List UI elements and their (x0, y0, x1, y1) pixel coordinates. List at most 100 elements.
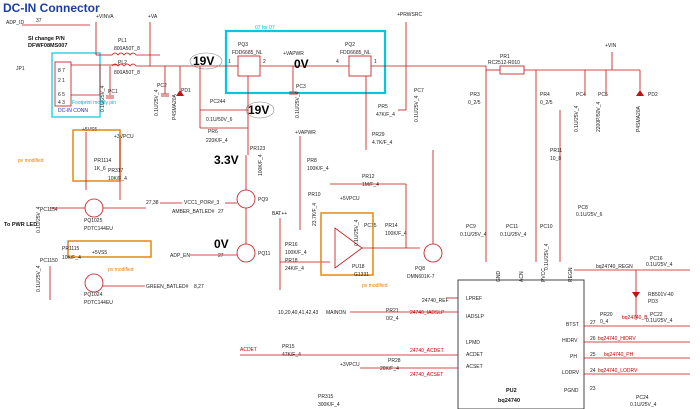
pr3-ref: PR3 (470, 92, 480, 98)
pr1115-value: 10K/F_4 (62, 255, 81, 261)
net-vpcu2: +5VPCU (340, 196, 360, 202)
pq3-value: FDD6685_NL (232, 50, 263, 56)
pr123-ref: PR123 (250, 146, 266, 152)
pr20-ref: PR20 (600, 312, 613, 318)
pr18-value: 24K/F_4 (285, 266, 304, 272)
mosfet-highlight-box (224, 29, 387, 95)
pin-25: 25 (590, 352, 596, 358)
voltage-3v3: 3.3V (214, 153, 239, 167)
pr10-value: 23.7K/F_4 (312, 203, 318, 226)
svg-text:4 3: 4 3 (58, 100, 65, 106)
pr6-value: 220K/F_4 (206, 138, 228, 144)
connector-note2: DFWF08MS007 (28, 43, 67, 49)
pc4-value: 0.1U/25V_4 (574, 105, 580, 132)
ic-pin-hidrv: HIDRV (562, 338, 578, 344)
pu18-highlight-box (320, 212, 374, 276)
svg-text:2: 2 (263, 59, 266, 65)
ic-pin-pvcc: PVCC (541, 268, 547, 282)
page-title: DC-IN Connector (3, 1, 100, 15)
pq1024-ref: PQ1024 (84, 292, 103, 298)
pr11-value: 10_8 (550, 156, 561, 162)
pin-27: 27 (590, 320, 596, 326)
pq2-ref: PQ2 (345, 42, 355, 48)
ic-pin-ph: PH (570, 354, 577, 360)
pr5-value: 47K/F_4 (376, 112, 395, 118)
ic-pin-gnd: GND (496, 271, 502, 283)
pc16-ref: PC16 (650, 256, 663, 262)
ic-pin-lodrv: LODRV (562, 370, 580, 376)
net-acdet: ACDET (240, 347, 257, 353)
highlight-label: 07 for 07 (255, 25, 275, 31)
svg-text:1: 1 (228, 59, 231, 65)
pv-modified-1: pv modified (18, 158, 44, 164)
pr10-ref: PR10 (308, 192, 321, 198)
pc2-value: 0.1U/25V_4 (154, 89, 160, 116)
pin-37: 37 (36, 18, 42, 24)
ic-pin-lpmd: LPMD (466, 340, 480, 346)
pr11-ref: PR11 (550, 148, 562, 154)
pr4-ref: PR4 (540, 92, 550, 98)
pq1025-value: PDTC144EU (84, 226, 113, 232)
net-va: +VA (148, 14, 158, 20)
pr1-value: RC2512-R010 (488, 60, 520, 66)
ic-pin-pgnd: PGND (564, 388, 579, 394)
pr20-value: 0_4 (600, 319, 609, 325)
pc4-ref: PC4 (576, 92, 586, 98)
net-green: GREEN_BATLED# (146, 284, 189, 290)
net-prwsrc: +PRWSRC (397, 12, 422, 18)
ic-pin-iadslp: IADSLP (466, 314, 484, 320)
pr12-ref: PR12 (362, 174, 375, 180)
net-27a: 27 (218, 209, 224, 215)
net-mainon: MAINON (326, 310, 346, 316)
pr12-value: 1M/F_4 (362, 182, 379, 188)
svg-text:4: 4 (336, 59, 339, 65)
pr5-ref: PR5 (378, 104, 388, 110)
net-24740-ref: 24740_REF (422, 298, 449, 304)
net-regn: bq24740_REGN (596, 264, 633, 270)
ic-pin-regn: REGN (568, 267, 574, 282)
net-27b: 27 (218, 253, 224, 259)
pc5-value: 2200P/50V_4 (596, 101, 602, 132)
pu18-value: G1331 (354, 272, 369, 278)
pu2-ic-body (457, 279, 585, 409)
net-24740-acdet: 24740_ACDET (410, 348, 444, 354)
net-lodrv: bq24740_LODRV (598, 368, 638, 374)
pd1-value: P4SMA20A (172, 93, 178, 120)
pr123-value: 100K/F_4 (258, 154, 264, 176)
pr1114-value: 1K_6 (94, 166, 106, 172)
pd2-value: P4SMA20A (636, 105, 642, 132)
pq9-ref: PQ9 (258, 197, 268, 203)
pc15-ref: PC15 (364, 223, 377, 229)
pc9-ref: PC9 (466, 224, 476, 230)
svg-text:2 1: 2 1 (58, 78, 65, 84)
pr14-ref: PR14 (385, 223, 398, 229)
pr6-ref: PR6 (208, 129, 218, 135)
pr8-value: 100K/F_4 (307, 166, 329, 172)
pc16-value: 0.1U/25V_4 (646, 262, 673, 268)
net-adp-en: ADP_EN (170, 253, 190, 259)
connector-ref: JP1 (16, 66, 25, 72)
net-827: 8,27 (194, 284, 204, 290)
pr1-ref: PR1 (500, 54, 510, 60)
pr18-ref: PR18 (285, 258, 298, 264)
net-5vs5-b: +5VS5 (92, 250, 107, 256)
pc8-ref: PC8 (578, 205, 588, 211)
pc7-ref: PC7 (414, 88, 424, 94)
pu2-ref: PU2 (506, 388, 517, 394)
pu18-ref: PU18 (352, 264, 365, 270)
voltage-19v-mid: 19V (248, 103, 269, 117)
pq8-value: DMN601K-7 (407, 274, 435, 280)
pr28-ref: PR28 (388, 358, 401, 364)
connector-note1: SI change P/N (28, 36, 65, 42)
net-iadslp: 24740_IADSLP (410, 310, 445, 316)
pr317-value: 10K/F_4 (108, 176, 127, 182)
pl2-value: 800A50T_8 (114, 70, 140, 76)
pc2-ref: PC2 (157, 83, 167, 89)
pd2-ref: PD2 (648, 92, 658, 98)
pc244-value: 0.1U/50V_6 (206, 117, 233, 123)
pr29-value: 4.7K/F_4 (372, 140, 393, 146)
pr4-value: 0_2/5 (540, 100, 553, 106)
pr8-ref: PR8 (307, 158, 317, 164)
voltage-0v-mid: 0V (214, 237, 229, 251)
